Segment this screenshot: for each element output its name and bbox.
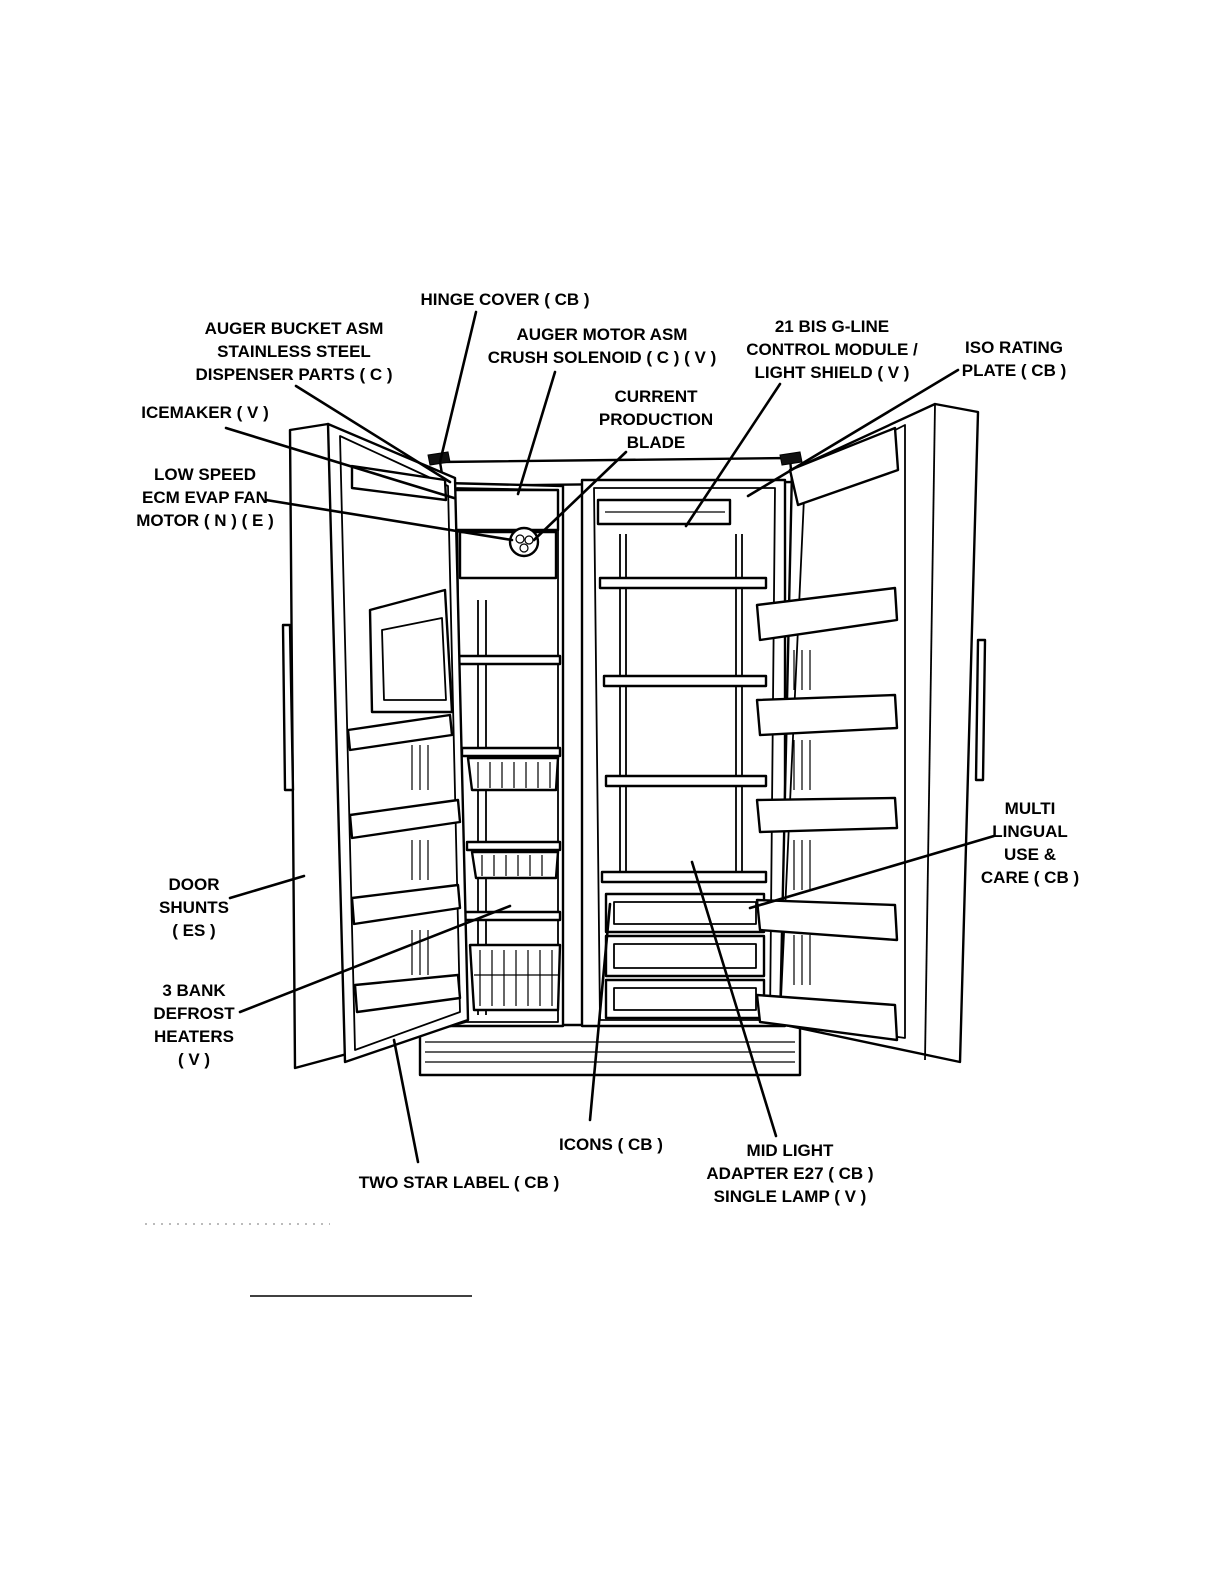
label-icons-line: ICONS ( CB ) <box>559 1135 663 1154</box>
label-defrost-heaters-line: ( V ) <box>178 1050 210 1069</box>
label-auger-bucket-line: AUGER BUCKET ASM <box>205 319 384 338</box>
label-icons: ICONS ( CB ) <box>559 1135 663 1154</box>
label-two-star: TWO STAR LABEL ( CB ) <box>359 1173 560 1192</box>
label-control-module-line: CONTROL MODULE / <box>746 340 918 359</box>
label-evap-fan-line: ECM EVAP FAN <box>142 488 268 507</box>
label-door-shunts: DOOR SHUNTS ( ES ) <box>159 875 229 940</box>
label-hinge-cover: HINGE COVER ( CB ) <box>420 290 589 309</box>
leader-lines <box>224 310 996 1164</box>
label-mid-light-line: SINGLE LAMP ( V ) <box>714 1187 867 1206</box>
label-multi-lingual-line: CARE ( CB ) <box>981 868 1079 887</box>
leader-icons <box>588 902 612 1122</box>
callout-labels: HINGE COVER ( CB ) AUGER BUCKET ASM STAINL… <box>136 290 1079 1206</box>
label-door-shunts-line: ( ES ) <box>172 921 215 940</box>
leader-control-module <box>684 382 782 528</box>
label-defrost-heaters: 3 BANK DEFROST HEATERS ( V ) <box>153 981 235 1069</box>
label-auger-bucket-line: DISPENSER PARTS ( C ) <box>195 365 392 384</box>
leader-defrost-heaters <box>238 904 512 1014</box>
label-current-blade-line: CURRENT <box>614 387 698 406</box>
label-defrost-heaters-line: DEFROST <box>153 1004 235 1023</box>
leader-mid-light <box>690 860 778 1138</box>
leader-auger-bucket <box>294 384 452 484</box>
label-defrost-heaters-line: 3 BANK <box>162 981 226 1000</box>
label-control-module: 21 BIS G-LINE CONTROL MODULE / LIGHT SHIEL… <box>746 317 918 382</box>
leader-hinge-cover <box>438 310 478 464</box>
label-multi-lingual-line: MULTI <box>1005 799 1056 818</box>
label-evap-fan-line: LOW SPEED <box>154 465 256 484</box>
label-iso-rating-line: PLATE ( CB ) <box>962 361 1067 380</box>
label-hinge-cover-line: HINGE COVER ( CB ) <box>420 290 589 309</box>
freezer-basket <box>470 850 560 880</box>
leader-door-shunts <box>228 874 306 900</box>
label-auger-motor-line: CRUSH SOLENOID ( C ) ( V ) <box>488 348 717 367</box>
label-evap-fan-line: MOTOR ( N ) ( E ) <box>136 511 274 530</box>
label-auger-bucket-line: STAINLESS STEEL <box>217 342 371 361</box>
label-mid-light-line: ADAPTER E27 ( CB ) <box>706 1164 873 1183</box>
freezer-basket <box>468 943 562 1012</box>
leader-two-star <box>392 1038 420 1164</box>
label-door-shunts-line: SHUNTS <box>159 898 229 917</box>
label-door-shunts-line: DOOR <box>169 875 220 894</box>
label-icemaker-line: ICEMAKER ( V ) <box>141 403 269 422</box>
refrigerator-illustration <box>281 402 987 1077</box>
label-auger-motor-line: AUGER MOTOR ASM <box>517 325 688 344</box>
freezer-basket <box>466 756 560 792</box>
label-multi-lingual: MULTI LINGUAL USE & CARE ( CB ) <box>981 799 1079 887</box>
label-multi-lingual-line: LINGUAL <box>992 822 1068 841</box>
label-control-module-line: 21 BIS G-LINE <box>775 317 889 336</box>
leader-current-blade <box>532 450 628 542</box>
label-multi-lingual-line: USE & <box>1004 845 1056 864</box>
label-mid-light: MID LIGHT ADAPTER E27 ( CB ) SINGLE LAMP (… <box>706 1141 873 1206</box>
label-auger-bucket: AUGER BUCKET ASM STAINLESS STEEL DISPENSER… <box>195 319 392 384</box>
leader-iso-rating <box>746 368 960 498</box>
label-current-blade-line: BLADE <box>627 433 686 452</box>
label-iso-rating: ISO RATING PLATE ( CB ) <box>962 338 1067 380</box>
label-auger-motor: AUGER MOTOR ASM CRUSH SOLENOID ( C ) ( V … <box>488 325 717 367</box>
label-icemaker: ICEMAKER ( V ) <box>141 403 269 422</box>
label-control-module-line: LIGHT SHIELD ( V ) <box>755 363 910 382</box>
label-mid-light-line: MID LIGHT <box>747 1141 834 1160</box>
label-iso-rating-line: ISO RATING <box>965 338 1063 357</box>
leader-auger-motor <box>516 370 557 496</box>
label-defrost-heaters-line: HEATERS <box>154 1027 234 1046</box>
leader-icemaker <box>224 426 456 500</box>
leader-evap-fan <box>264 498 514 542</box>
label-current-blade: CURRENT PRODUCTION BLADE <box>599 387 713 452</box>
label-current-blade-line: PRODUCTION <box>599 410 713 429</box>
label-two-star-line: TWO STAR LABEL ( CB ) <box>359 1173 560 1192</box>
label-evap-fan: LOW SPEED ECM EVAP FAN MOTOR ( N ) ( E ) <box>136 465 274 530</box>
leader-multi-lingual <box>748 834 996 910</box>
